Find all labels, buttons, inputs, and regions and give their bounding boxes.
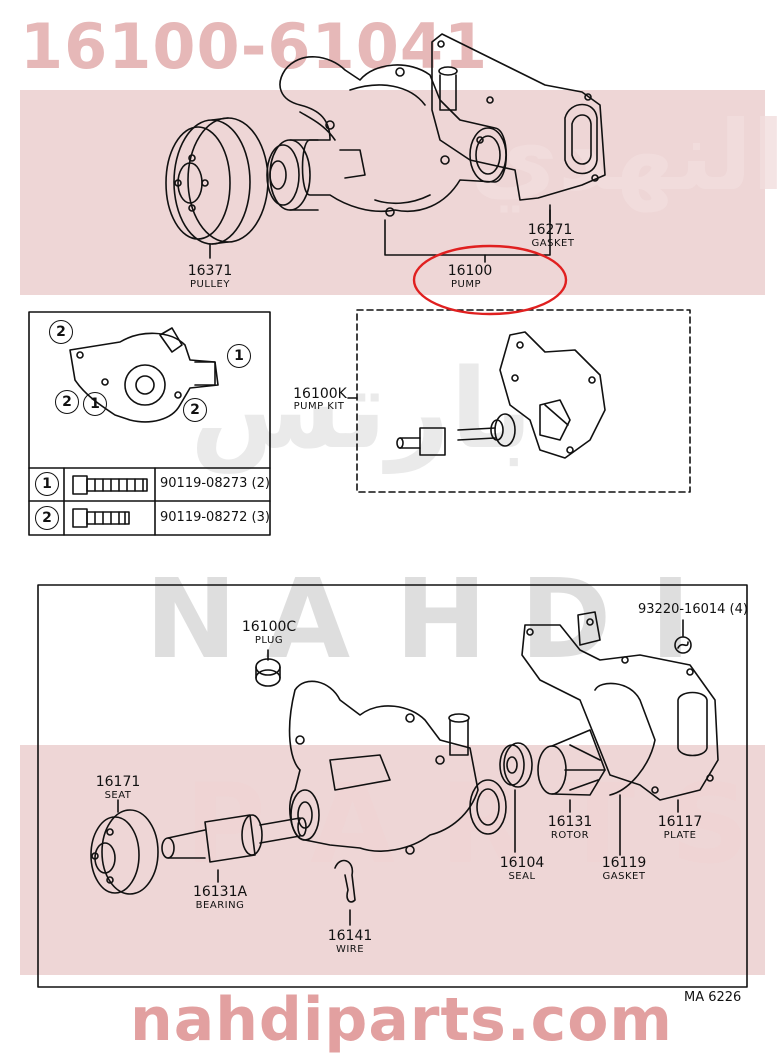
watermark-site: nahdiparts.com — [130, 985, 673, 1055]
watermark-band-top — [20, 90, 765, 295]
pump-highlight-ellipse — [412, 244, 568, 316]
rotor-part-number[interactable]: 16131 — [547, 814, 593, 830]
rotor-shape — [537, 729, 606, 796]
top-pump-body-shape — [279, 56, 507, 217]
watermark-part-number: 16100-61041 — [20, 10, 489, 83]
callout-2-icon: 2 — [183, 398, 207, 422]
top-gasket-part-name: GASKET — [531, 238, 575, 249]
top-gasket-part-number: 16271 — [527, 222, 573, 238]
pump-kit-part-number[interactable]: 16100K — [293, 386, 347, 402]
top-pulley-shape — [165, 117, 319, 245]
diagram-code: MA 6226 — [684, 990, 742, 1005]
plate-part-number[interactable]: 16117 — [657, 814, 703, 830]
plug-part-number[interactable]: 16100C — [241, 619, 297, 635]
bolt-row-1-ref[interactable]: 90119-08273 (2) — [160, 476, 270, 491]
seal-shape — [499, 742, 533, 788]
plug-part-name[interactable]: PLUG — [254, 635, 284, 646]
seat-shape — [90, 809, 159, 895]
watermark-arabic-top: النهدي — [470, 100, 784, 212]
callout-2-icon: 2 — [55, 390, 79, 414]
exploded-plate-shape — [521, 611, 719, 801]
kit-parts-shape — [396, 331, 606, 459]
wire-part-name[interactable]: WIRE — [335, 944, 365, 955]
watermark-band-bottom — [20, 745, 765, 975]
plug-shape — [255, 649, 281, 687]
pump-part-number[interactable]: 16100 — [447, 263, 493, 279]
seal-part-number[interactable]: 16104 — [499, 855, 545, 871]
bolt-row-2-callout-icon: 2 — [35, 506, 59, 530]
wire-part-number[interactable]: 16141 — [327, 928, 373, 944]
pump-kit-part-name[interactable]: PUMP KIT — [293, 401, 345, 412]
seat-part-number[interactable]: 16171 — [95, 774, 141, 790]
bearing-part-number[interactable]: 16131A — [192, 884, 248, 900]
callout-2-icon: 2 — [49, 320, 73, 344]
watermark-nahdi-h: H — [395, 555, 488, 683]
exploded-gasket-part-number[interactable]: 16119 — [601, 855, 647, 871]
watermark-arabic-mid: بارتس — [190, 345, 533, 473]
bolt-row-2-ref[interactable]: 90119-08272 (3) — [160, 510, 270, 525]
pulley-part-number: 16371 — [187, 263, 233, 279]
exploded-gasket-part-name[interactable]: GASKET — [602, 871, 646, 882]
watermark-nahdi-a: A — [265, 555, 351, 683]
bolt-row-1-callout-icon: 1 — [35, 472, 59, 496]
screw-ref[interactable]: 93220-16014 (4) — [638, 602, 748, 617]
top-gasket-shape — [431, 33, 606, 201]
seal-part-name[interactable]: SEAL — [508, 871, 536, 882]
bearing-shape — [161, 814, 307, 863]
pulley-part-name: PULLEY — [190, 279, 230, 290]
wire-shape — [334, 859, 356, 903]
callout-1-icon: 1 — [227, 344, 251, 368]
callout-1-icon: 1 — [83, 392, 107, 416]
watermark-parts-p: P — [185, 760, 266, 888]
plate-part-name[interactable]: PLATE — [663, 830, 697, 841]
screw-symbol-shape — [674, 636, 692, 654]
bearing-part-name[interactable]: BEARING — [195, 900, 245, 911]
bolt-short-icon — [72, 508, 130, 528]
rotor-part-name[interactable]: ROTOR — [550, 830, 590, 841]
watermark-nahdi-n: N — [145, 555, 238, 683]
seat-part-name[interactable]: SEAT — [104, 790, 132, 801]
bolt-long-icon — [72, 475, 148, 495]
exploded-pump-body-shape — [288, 680, 507, 855]
pump-part-name[interactable]: PUMP — [450, 279, 481, 290]
